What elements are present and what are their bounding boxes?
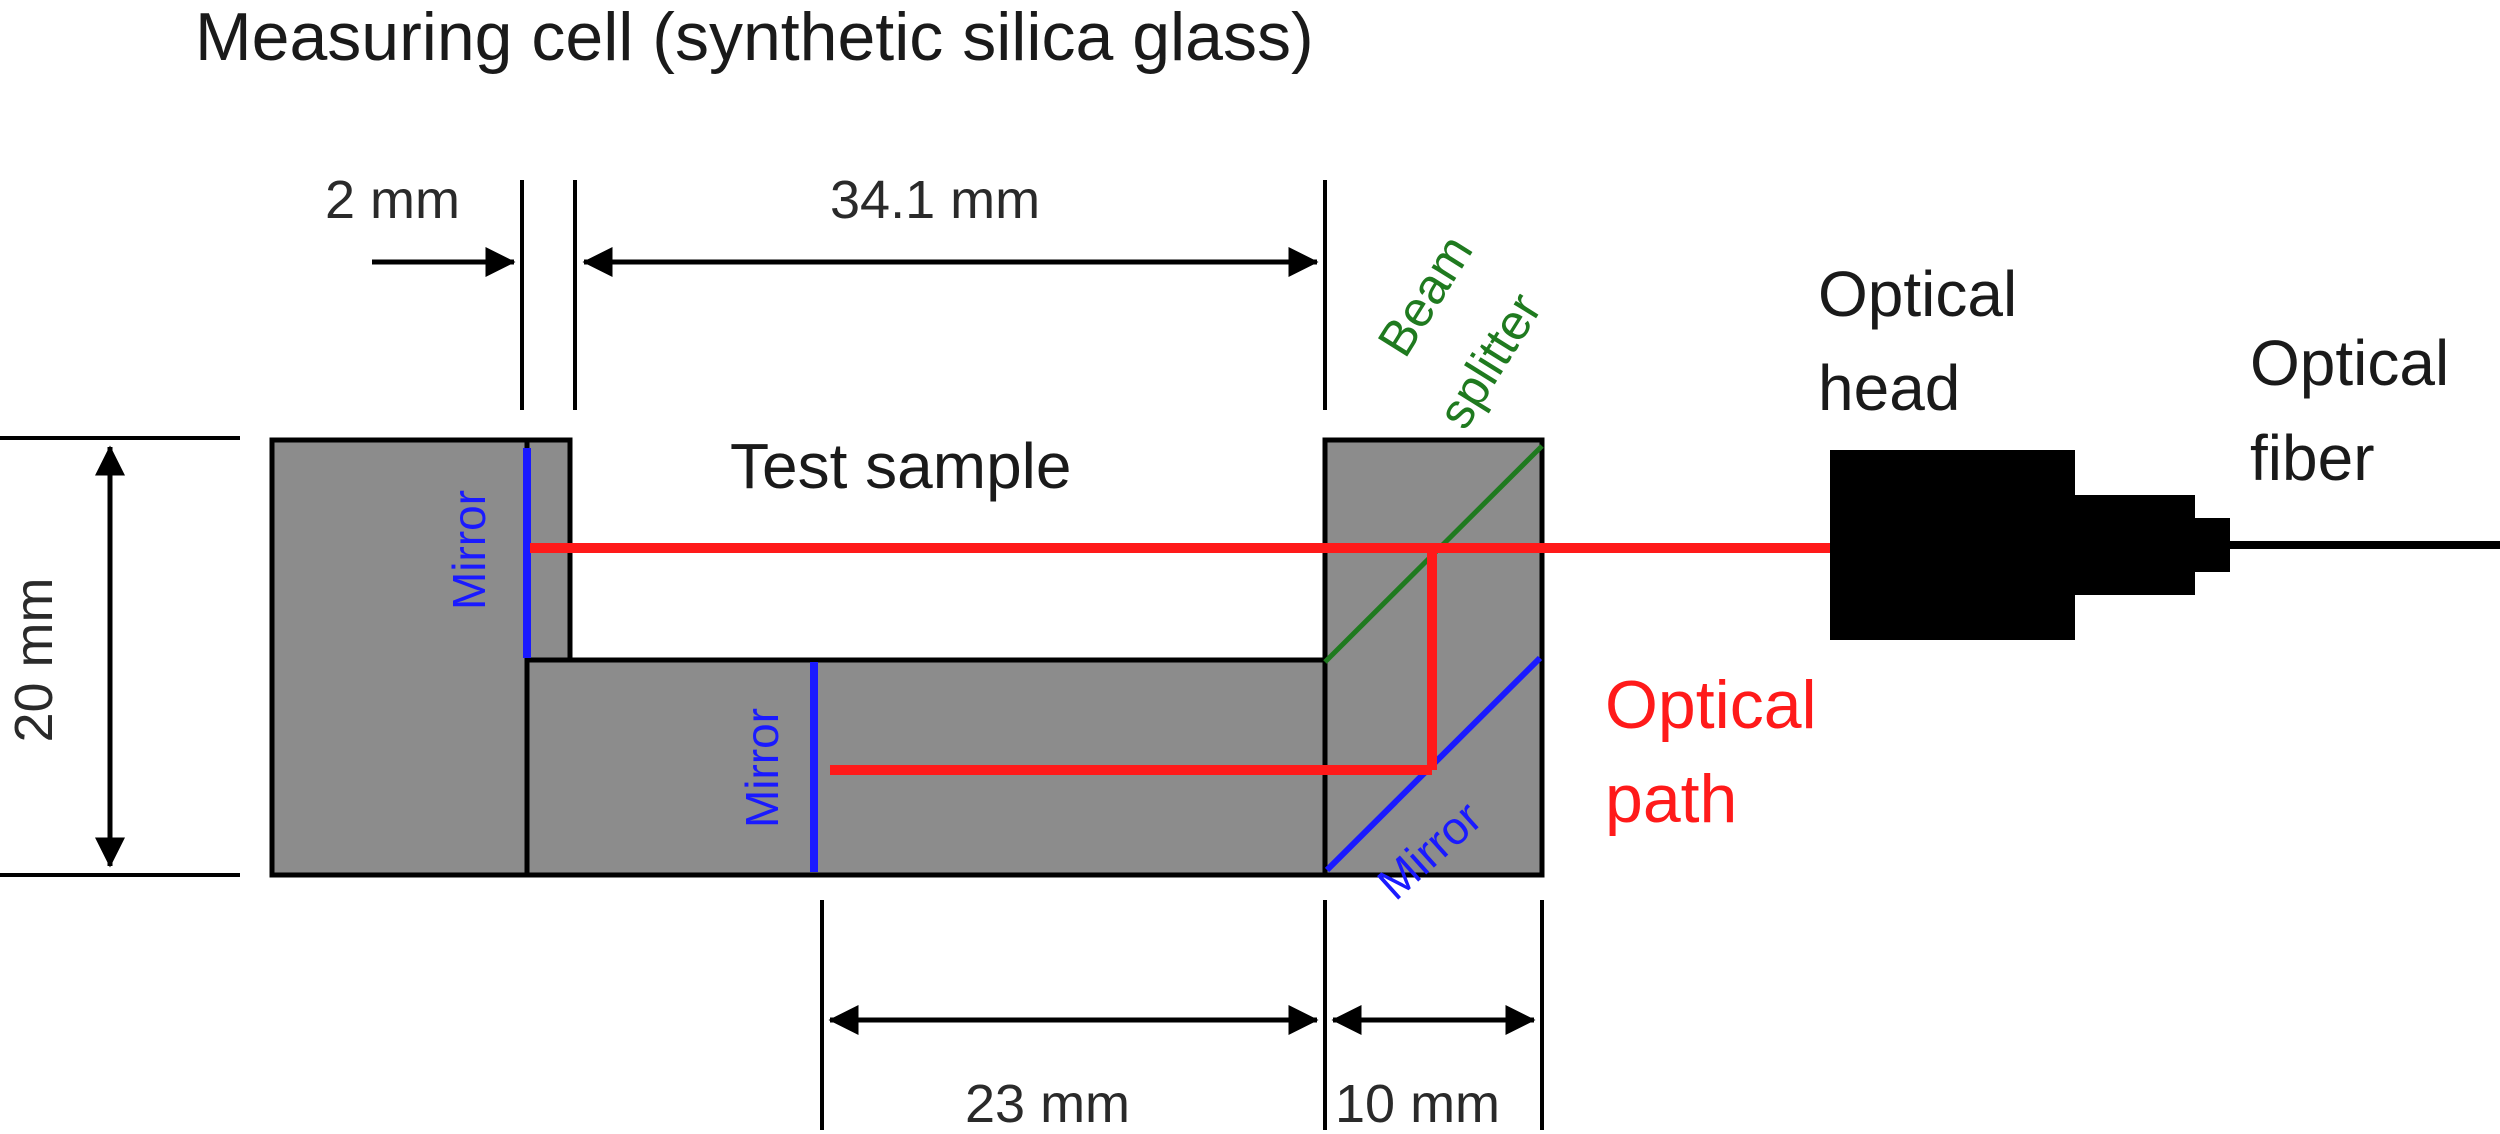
diagram-title: Measuring cell (synthetic silica glass)	[195, 0, 1314, 75]
optical-head	[1830, 450, 2230, 640]
optical-path-label-line1: Optical	[1605, 667, 1817, 743]
dimension-34mm-label: 34.1 mm	[830, 170, 1040, 230]
mirror-left-label: Mirror	[443, 490, 495, 610]
test-sample-label: Test sample	[730, 430, 1071, 502]
dimension-10mm-label: 10 mm	[1335, 1074, 1500, 1134]
optical-path-label-line2: path	[1605, 761, 1737, 837]
optical-fiber-label-line2: fiber	[2250, 422, 2375, 494]
optical-head-label-line2: head	[1818, 352, 1960, 424]
dimension-2mm-label: 2 mm	[325, 170, 460, 230]
cell-left-block	[269, 437, 530, 878]
optical-fiber-label-line1: Optical	[2250, 327, 2449, 399]
optical-head-label-line1: Optical	[1818, 258, 2017, 330]
extension-lines	[0, 180, 1544, 1130]
optical-path	[530, 543, 1830, 775]
dimension-23mm-label: 23 mm	[965, 1074, 1130, 1134]
mirror-bottom-label: Mirror	[736, 708, 788, 828]
dimension-20mm-label: 20 mm	[4, 577, 64, 742]
dimension-arrows	[95, 247, 1536, 1035]
